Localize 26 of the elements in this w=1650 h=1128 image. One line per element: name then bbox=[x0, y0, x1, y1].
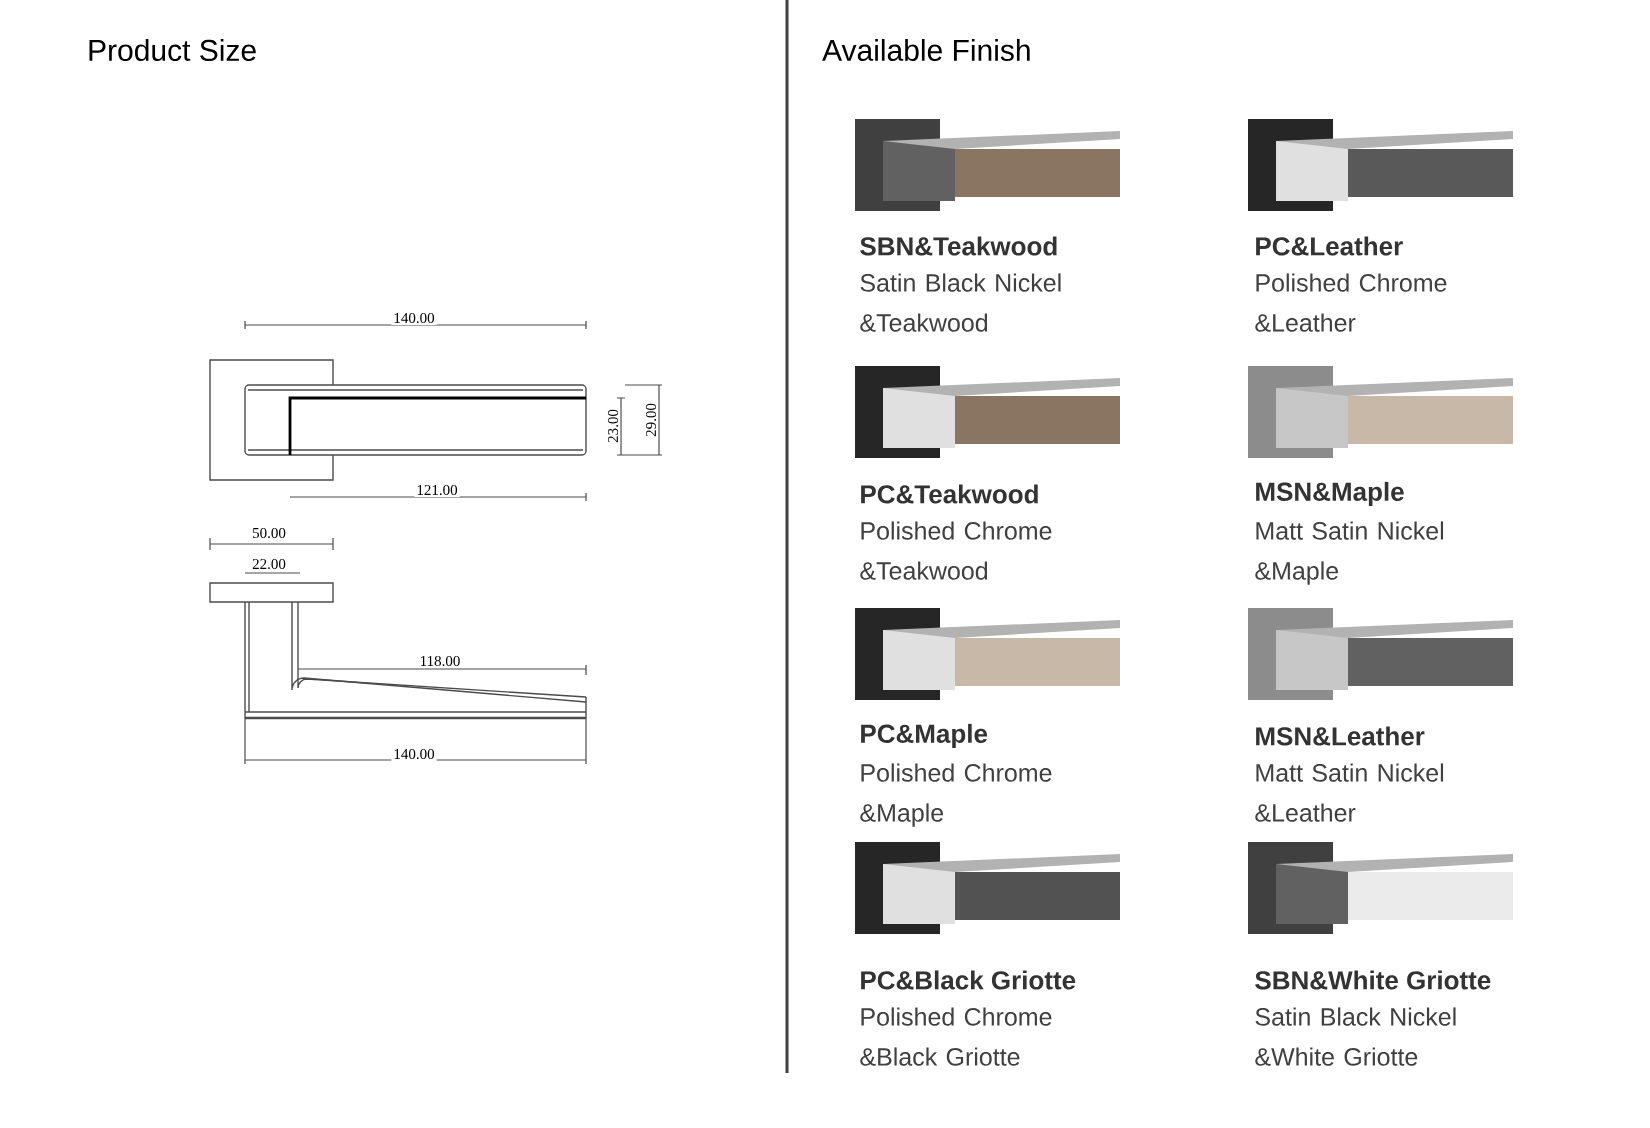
finish-code: PC&Leather bbox=[1256, 236, 1403, 256]
finish-description: Polished Chrome &Teakwood bbox=[860, 521, 1052, 580]
finish-description: Matt Satin Nickel &Maple bbox=[1255, 521, 1444, 585]
dimension-label: 29.00 bbox=[643, 401, 659, 439]
finish-code: SBN&Teakwood bbox=[860, 236, 1057, 256]
finish-code: SBN&White Griotte bbox=[1255, 970, 1491, 990]
dimension-label: 23.00 bbox=[605, 407, 621, 445]
finish-code: PC&Teakwood bbox=[861, 484, 1038, 504]
finish-description: Satin Black Nickel &Teakwood bbox=[860, 273, 1061, 332]
finish-description: Satin Black Nickel &White Griotte bbox=[1255, 1007, 1456, 1066]
finish-code: MSN&Leather bbox=[1256, 726, 1425, 746]
heading: Available Finish bbox=[822, 39, 1030, 61]
dimension-label: 140.00 bbox=[391, 746, 437, 762]
finish-code: PC&Maple bbox=[861, 723, 988, 749]
finish-description: Polished Chrome &Leather bbox=[1255, 273, 1447, 332]
finish-code: PC&Black Griotte bbox=[861, 970, 1076, 990]
dimension-label: 22.00 bbox=[250, 556, 288, 572]
dimension-label: 140.00 bbox=[391, 310, 437, 326]
dimension-label: 118.00 bbox=[417, 653, 463, 669]
heading: Product Size bbox=[89, 39, 256, 61]
finish-description: Polished Chrome &Maple bbox=[860, 763, 1052, 827]
dimension-label: 121.00 bbox=[414, 482, 460, 498]
finish-code: MSN&Maple bbox=[1256, 481, 1404, 507]
finish-description: Polished Chrome &Black Griotte bbox=[860, 1007, 1052, 1066]
dimension-label: 50.00 bbox=[250, 525, 288, 541]
finish-description: Matt Satin Nickel &Leather bbox=[1255, 763, 1444, 822]
